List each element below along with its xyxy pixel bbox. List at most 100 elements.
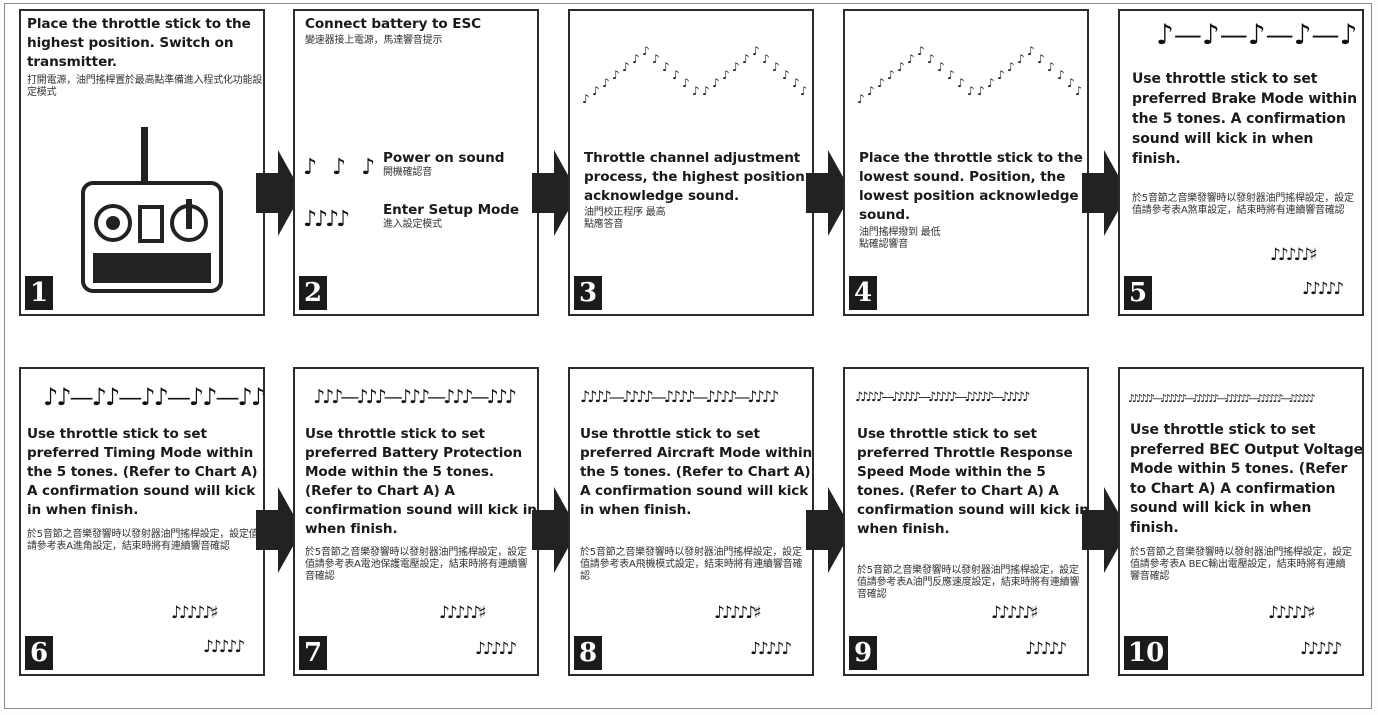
step-number-6: 6	[25, 636, 53, 670]
step-9-zh: 於5音節之音樂發響時以發射器油門搖桿設定，設定值請參考表A油門反應速度設定，結束…	[857, 565, 1083, 601]
svg-text:♪: ♪	[937, 60, 945, 74]
svg-text:♪: ♪	[947, 68, 955, 82]
svg-text:♪: ♪	[762, 52, 770, 66]
step-number-3: 3	[574, 276, 602, 310]
svg-text:♪: ♪	[772, 60, 780, 74]
svg-text:♪: ♪	[702, 84, 710, 98]
step-9-text: Use throttle stick to set preferred Thro…	[857, 425, 1089, 539]
step-5-text: Use throttle stick to set preferred Brak…	[1132, 69, 1362, 169]
step-7-zh: 於5音節之音樂發響時以發射器油門搖桿設定，設定值請參考表A電池保護電壓設定，結束…	[305, 547, 535, 583]
svg-text:♪: ♪	[692, 84, 700, 98]
music-notes-icon: ♪♪♪♪♪	[1302, 281, 1341, 298]
step-6-text: Use throttle stick to set preferred Timi…	[27, 425, 265, 520]
svg-text:♪: ♪	[652, 52, 660, 66]
svg-text:♪: ♪	[592, 84, 600, 98]
svg-text:♪: ♪	[1067, 76, 1075, 90]
music-notes-icon: ♪♪♪♪♪	[203, 639, 242, 656]
transmitter-icon	[77, 123, 227, 293]
svg-text:♪: ♪	[1057, 68, 1065, 82]
music-notes-icon: ♪♪♪♪♪	[1300, 641, 1339, 658]
step-panel-1: Place the throttle stick to the highest …	[19, 9, 265, 316]
step-1-text: Place the throttle stick to the highest …	[27, 15, 263, 72]
step-panel-6: ♪♪—♪♪—♪♪—♪♪—♪♪ Use throttle stick to set…	[19, 367, 265, 676]
svg-text:♪: ♪	[662, 60, 670, 74]
svg-text:♪: ♪	[742, 52, 750, 66]
step-6-zh: 於5音節之音樂發響時以發射器油門搖桿設定，設定值請參考表A進角設定，結束時將有連…	[27, 529, 259, 553]
music-notes-icon: ♪♪♪♪♪♯	[714, 605, 758, 622]
svg-text:♪: ♪	[1017, 52, 1025, 66]
svg-text:♪: ♪	[632, 52, 640, 66]
step-number-1: 1	[25, 276, 53, 310]
music-notes-icon: ♪♪♪♪♪—♪♪♪♪♪—♪♪♪♪♪—♪♪♪♪♪—♪♪♪♪♪	[855, 387, 1027, 409]
svg-text:♪: ♪	[1007, 60, 1015, 74]
svg-text:♪: ♪	[887, 68, 895, 82]
music-notes-icon: ♪♪♪♪♪♪—♪♪♪♪♪♪—♪♪♪♪♪♪—♪♪♪♪♪♪—♪♪♪♪♪♪—♪♪♪♪♪…	[1128, 389, 1313, 409]
step-3-text: Throttle channel adjustment process, the…	[584, 149, 812, 206]
music-notes-icon: ♪♪♪♪	[303, 209, 347, 231]
music-notes-icon: ♪♪♪♪♪♯	[171, 605, 215, 622]
svg-text:♪: ♪	[712, 76, 720, 90]
step-number-9: 9	[849, 636, 877, 670]
svg-text:♪: ♪	[800, 84, 806, 98]
svg-text:♪: ♪	[582, 92, 590, 106]
step-4-text: Place the throttle stick to the lowest s…	[859, 149, 1087, 225]
svg-text:♪: ♪	[1027, 44, 1035, 58]
svg-text:♪: ♪	[907, 52, 915, 66]
step-2-title: Connect battery to ESC	[305, 15, 535, 34]
step-panel-7: ♪♪♪—♪♪♪—♪♪♪—♪♪♪—♪♪♪ Use throttle stick t…	[293, 367, 539, 676]
music-notes-icon: ♪♪♪♪♪	[475, 641, 514, 658]
svg-text:♪: ♪	[642, 44, 650, 58]
step-number-2: 2	[299, 276, 327, 310]
svg-text:♪: ♪	[672, 68, 680, 82]
step-panel-5: ♪—♪—♪—♪—♪ Use throttle stick to set pref…	[1118, 9, 1364, 316]
step-8-zh: 於5音節之音樂發響時以發射器油門搖桿設定，設定值請參考表A飛機模式設定，結束時將…	[580, 547, 808, 583]
power-on-label: Power on sound	[383, 149, 533, 168]
svg-text:♪: ♪	[732, 60, 740, 74]
step-panel-2: Connect battery to ESC 變速器接上電源，馬達響音提示 ♪ …	[293, 9, 539, 316]
svg-text:♪: ♪	[752, 44, 760, 58]
step-number-4: 4	[849, 276, 877, 310]
svg-text:♪: ♪	[622, 60, 630, 74]
step-panel-10: ♪♪♪♪♪♪—♪♪♪♪♪♪—♪♪♪♪♪♪—♪♪♪♪♪♪—♪♪♪♪♪♪—♪♪♪♪♪…	[1118, 367, 1364, 676]
power-on-zh: 開機確認音	[383, 167, 533, 179]
music-notes-icon: ♪♪♪♪♪♯	[1268, 605, 1312, 622]
svg-text:♪: ♪	[1075, 84, 1081, 98]
svg-text:♪: ♪	[857, 92, 865, 106]
music-notes-icon: ♪ ♪ ♪	[303, 157, 379, 179]
svg-text:♪: ♪	[997, 68, 1005, 82]
svg-text:♪: ♪	[867, 84, 875, 98]
music-notes-icon: ♪♪♪♪♪♪♪ ♪♪♪♪♪ ♪♪♪♪♪♪ ♪♪♪♪♪	[578, 29, 806, 119]
music-notes-icon: ♪♪♪♪♪	[750, 641, 789, 658]
step-7-text: Use throttle stick to set preferred Batt…	[305, 425, 537, 539]
svg-text:♪: ♪	[957, 76, 965, 90]
music-notes-icon: ♪—♪—♪—♪—♪	[1156, 19, 1357, 51]
step-3-zh: 油門校正程序 最高點應答音	[584, 207, 668, 231]
music-notes-icon: ♪♪♪♪♪	[1025, 641, 1064, 658]
svg-text:♪: ♪	[967, 84, 975, 98]
step-number-5: 5	[1124, 276, 1152, 310]
step-panel-3: ♪♪♪♪♪♪♪ ♪♪♪♪♪ ♪♪♪♪♪♪ ♪♪♪♪♪ Throttle chan…	[568, 9, 814, 316]
music-notes-icon: ♪♪—♪♪—♪♪—♪♪—♪♪	[43, 383, 264, 411]
step-1-zh: 打開電源，油門搖桿置於最高點準備進入程式化功能設定模式	[27, 75, 263, 99]
step-2-title-zh: 變速器接上電源，馬達響音提示	[305, 35, 535, 47]
setup-mode-zh: 進入設定模式	[383, 219, 533, 231]
music-notes-icon: ♪♪♪♪♪♪♪ ♪♪♪♪♪ ♪♪♪♪♪♪ ♪♪♪♪♪	[853, 29, 1081, 119]
svg-text:♪: ♪	[792, 76, 800, 90]
step-panel-9: ♪♪♪♪♪—♪♪♪♪♪—♪♪♪♪♪—♪♪♪♪♪—♪♪♪♪♪ Use thrott…	[843, 367, 1089, 676]
svg-text:♪: ♪	[612, 68, 620, 82]
svg-text:♪: ♪	[917, 44, 925, 58]
music-notes-icon: ♪♪♪♪♪♯	[1270, 247, 1314, 264]
svg-text:♪: ♪	[1037, 52, 1045, 66]
music-notes-icon: ♪♪♪♪—♪♪♪♪—♪♪♪♪—♪♪♪♪—♪♪♪♪	[580, 385, 776, 409]
svg-text:♪: ♪	[682, 76, 690, 90]
step-5-zh: 於5音節之音樂發響時以發射器油門搖桿設定，設定值請參考表A煞車設定，結束時將有連…	[1132, 193, 1362, 217]
step-8-text: Use throttle stick to set preferred Airc…	[580, 425, 814, 520]
svg-text:♪: ♪	[987, 76, 995, 90]
step-number-10: 10	[1124, 636, 1168, 670]
svg-text:♪: ♪	[897, 60, 905, 74]
step-10-zh: 於5音節之音樂發響時以發射器油門搖桿設定，設定值請參考表A BEC輸出電壓設定，…	[1130, 547, 1354, 583]
step-10-text: Use throttle stick to set preferred BEC …	[1130, 421, 1364, 538]
music-notes-icon: ♪♪♪♪♪♯	[439, 605, 483, 622]
step-4-zh: 油門搖桿撥到 最低點確認響音	[859, 227, 943, 251]
setup-mode-label: Enter Setup Mode	[383, 201, 533, 220]
